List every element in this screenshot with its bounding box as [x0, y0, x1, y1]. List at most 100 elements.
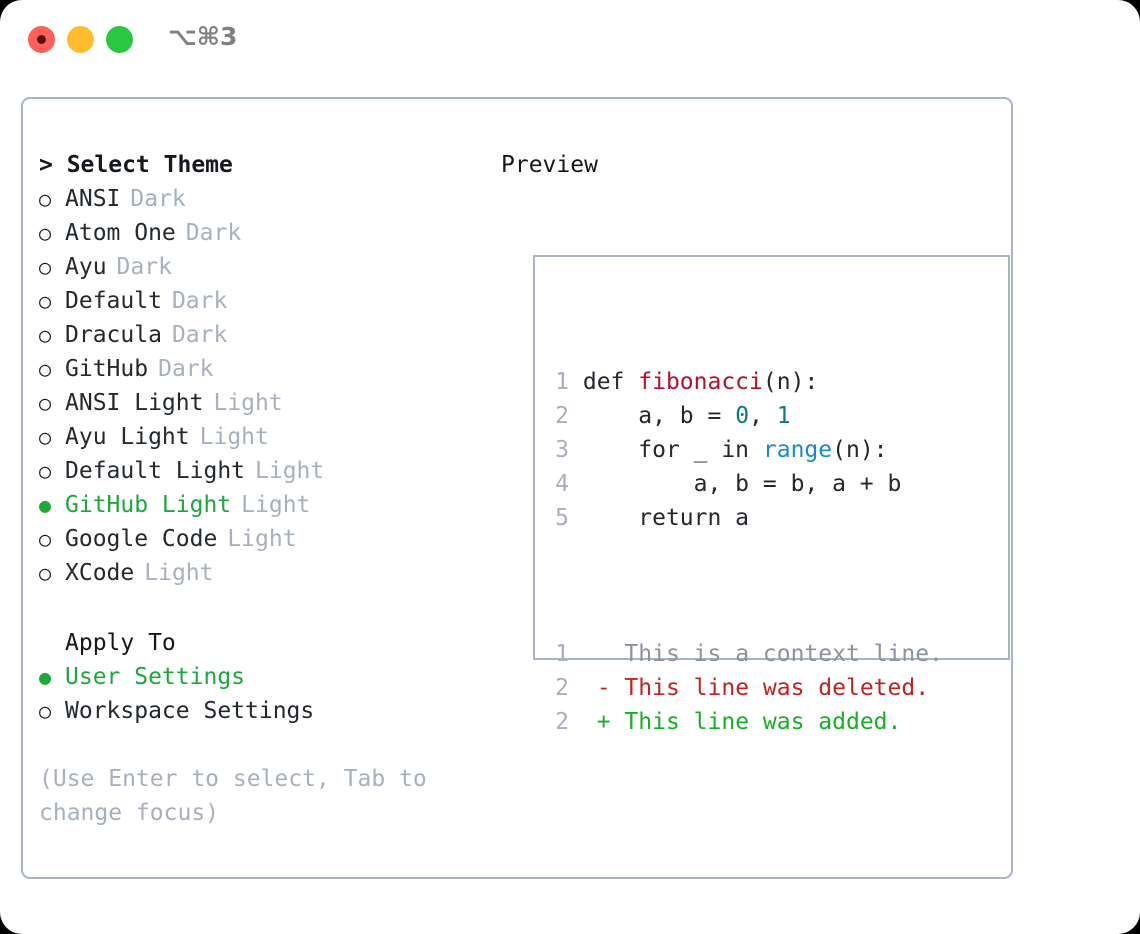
- apply-to-option-label: User Settings: [65, 664, 246, 690]
- radio-unselected-icon: ○: [39, 391, 52, 415]
- code-line-number: 1: [555, 369, 569, 395]
- theme-option-github[interactable]: ○ GitHub Dark: [39, 352, 469, 386]
- theme-option-label: Google Code: [65, 526, 218, 552]
- code-line-number: 5: [555, 505, 569, 531]
- close-button-icon[interactable]: [28, 26, 55, 53]
- radio-unselected-icon: ○: [39, 527, 52, 551]
- theme-option-label: ANSI Light: [65, 390, 204, 416]
- code-line: 2 a, b = 0, 1: [555, 399, 943, 433]
- apply-to-option-workspace-settings[interactable]: ○Workspace Settings: [39, 694, 469, 728]
- apply-to-option-list: ● User Settings ○Workspace Settings: [39, 660, 469, 728]
- diff-line-text: This line was added.: [624, 709, 902, 735]
- code-token-num: 1: [776, 403, 791, 429]
- diff-marker-icon: +: [596, 709, 611, 735]
- theme-variant-tag: Dark: [116, 254, 172, 280]
- diff-line-text: This is a context line.: [624, 641, 943, 667]
- code-gutter-gap: [569, 437, 583, 463]
- radio-unselected-icon: ○: [39, 323, 52, 347]
- select-theme-heading: > Select Theme: [39, 152, 233, 178]
- radio-selected-icon: ●: [39, 665, 52, 689]
- radio-unselected-icon: ○: [39, 221, 52, 245]
- code-line: 5 return a: [555, 501, 943, 535]
- theme-option-label: GitHub: [65, 356, 149, 382]
- theme-option-ayu[interactable]: ○ Ayu Dark: [39, 250, 469, 284]
- code-token-plain: ,: [749, 403, 777, 429]
- theme-variant-tag: Light: [213, 390, 283, 416]
- diff-marker-gap: [611, 675, 625, 701]
- keyboard-shortcut-label: ⌥⌘3: [168, 22, 238, 51]
- diff-gutter-gap: [569, 709, 597, 735]
- diff-marker-icon: [597, 641, 611, 667]
- section-spacer: [39, 590, 469, 626]
- diff-line-number: 2: [555, 675, 569, 701]
- code-token-plain: a, b = b, a + b: [582, 471, 902, 497]
- code-token-func: fibonacci: [638, 369, 763, 395]
- radio-unselected-icon: ○: [39, 357, 52, 381]
- minimize-button-icon[interactable]: [67, 26, 94, 53]
- theme-variant-tag: Light: [255, 458, 325, 484]
- radio-unselected-icon: ○: [39, 289, 52, 313]
- theme-variant-tag: Dark: [185, 220, 242, 246]
- radio-unselected-icon: ○: [39, 561, 52, 585]
- code-line: 4 a, b = b, a + b: [555, 467, 943, 501]
- code-token-plain: a, b =: [582, 403, 736, 429]
- code-line-number: 3: [555, 437, 569, 463]
- theme-option-label: Dracula: [65, 322, 162, 348]
- code-token-plain: (n):: [832, 437, 888, 463]
- theme-option-label: ANSI: [65, 186, 121, 212]
- code-token-builtin: range: [762, 437, 833, 463]
- theme-option-label: XCode: [65, 560, 135, 586]
- theme-option-ansi-light[interactable]: ○ ANSI Light Light: [39, 386, 469, 420]
- diff-line-number: 2: [555, 709, 569, 735]
- theme-variant-tag: Dark: [171, 288, 228, 314]
- code-gutter-gap: [569, 505, 583, 531]
- theme-option-ansi[interactable]: ○ ANSI Dark: [39, 182, 469, 216]
- theme-option-label: GitHub Light: [65, 492, 232, 518]
- theme-option-dracula[interactable]: ○ Dracula Dark: [39, 318, 469, 352]
- code-gutter-gap: [569, 471, 583, 497]
- code-gutter-gap: [569, 403, 583, 429]
- code-line: 3 for _ in range(n):: [555, 433, 943, 467]
- theme-variant-tag: Dark: [130, 186, 186, 212]
- traffic-light-buttons: [28, 26, 133, 53]
- code-token-num: 0: [735, 403, 750, 429]
- maximize-button-icon[interactable]: [106, 26, 133, 53]
- theme-option-label: Ayu Light: [65, 424, 190, 450]
- theme-variant-tag: Dark: [171, 322, 228, 348]
- theme-option-google-code[interactable]: ○ Google Code Light: [39, 522, 469, 556]
- theme-option-default-light[interactable]: ○ Default Light Light: [39, 454, 469, 488]
- radio-unselected-icon: ○: [39, 459, 52, 483]
- diff-line-context: 1 This is a context line.: [555, 637, 943, 671]
- diff-line-addition: 2 + This line was added.: [555, 705, 943, 739]
- theme-option-label: Ayu: [65, 254, 107, 280]
- code-line-number: 2: [555, 403, 569, 429]
- diff-marker-gap: [611, 709, 625, 735]
- theme-option-label: Atom One: [65, 220, 176, 246]
- theme-option-atom-one[interactable]: ○ Atom One Dark: [39, 216, 469, 250]
- code-token-plain: return a: [582, 505, 750, 531]
- theme-variant-tag: Light: [144, 560, 214, 586]
- radio-unselected-icon: ○: [39, 255, 52, 279]
- theme-variant-tag: Light: [227, 526, 297, 552]
- code-gutter-gap: [569, 369, 583, 395]
- diff-sample: 1 This is a context line. 2 - This line w…: [555, 637, 943, 739]
- radio-unselected-icon: ○: [39, 187, 52, 211]
- theme-option-label: Default Light: [65, 458, 246, 484]
- theme-variant-tag: Dark: [158, 356, 214, 382]
- diff-gutter-gap: [569, 675, 597, 701]
- preview-heading: Preview: [501, 152, 598, 178]
- radio-unselected-icon: ○: [39, 699, 52, 723]
- diff-line-text: This line was deleted.: [624, 675, 930, 701]
- theme-variant-tag: Light: [241, 492, 311, 518]
- apply-to-option-user-settings[interactable]: ● User Settings: [39, 660, 469, 694]
- theme-option-xcode[interactable]: ○ XCode Light: [39, 556, 469, 590]
- diff-marker-icon: -: [596, 675, 611, 701]
- diff-line-number: 1: [555, 641, 569, 667]
